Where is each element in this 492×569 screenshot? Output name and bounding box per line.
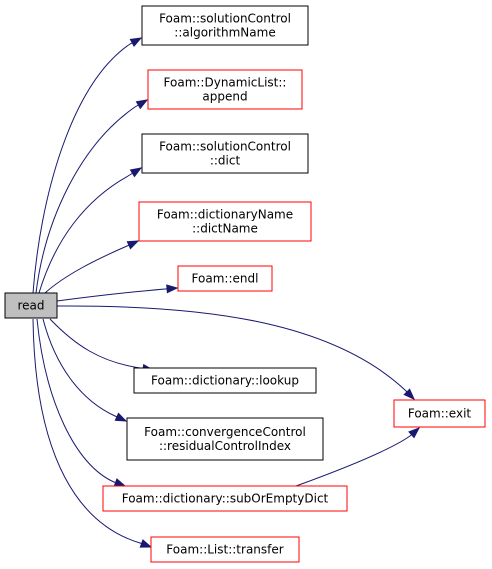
edge-line [32,318,152,548]
edge-line [56,305,415,400]
node-append[interactable]: Foam::DynamicList::append [147,69,303,110]
edge-read-to-subOrEmptyDict [36,318,127,487]
arrowhead-icon [139,539,153,548]
arrowhead-icon [166,284,179,294]
edge-read-to-lookup [49,318,155,373]
node-label: Foam::dictionary::lookup [151,374,299,388]
edge-read-to-residualControlIndex [42,318,128,422]
arrowhead-icon [408,427,421,439]
node-box [126,417,324,461]
edge-read-to-transfer [32,318,153,548]
node-box [147,69,303,110]
node-label: ::dictName [192,222,258,236]
node-box [150,536,300,563]
node-exit[interactable]: Foam::exit [393,399,486,428]
node-label: ::residualControlIndex [159,439,291,453]
edge-line [44,240,139,294]
edge-read-to-append [35,99,149,294]
node-lookup[interactable]: Foam::dictionary::lookup [133,367,317,394]
node-label: Foam::dictionaryName [157,208,293,222]
node-label: append [202,90,247,104]
edge-line [49,318,154,371]
edges [32,37,421,548]
node-label: Foam::solutionControl [159,140,291,154]
arrowhead-icon [113,478,127,487]
edge-subOrEmptyDict-to-exit [295,427,421,487]
node-transfer[interactable]: Foam::List::transfer [150,536,300,563]
node-box [141,133,309,174]
node-box [4,292,58,319]
node-label: Foam::List::transfer [166,543,283,557]
edge-line [36,318,126,487]
node-dict[interactable]: Foam::solutionControl::dict [141,133,309,174]
node-box [133,367,317,394]
node-label: Foam::solutionControl [159,12,291,26]
edge-line [295,427,420,487]
node-label: Foam::DynamicList:: [164,76,287,90]
node-dictName[interactable]: Foam::dictionaryName::dictName [138,201,312,242]
edge-read-to-exit [56,305,415,400]
arrowhead-icon [129,167,143,178]
arrowhead-icon [126,240,140,250]
edge-read-to-algorithmName [32,37,143,294]
node-subOrEmptyDict[interactable]: Foam::dictionary::subOrEmptyDict [102,485,348,512]
node-box [138,201,312,242]
node-endl[interactable]: Foam::endl [177,265,273,292]
node-residualControlIndex[interactable]: Foam::convergenceControl::residualContro… [126,417,324,461]
node-label: Foam::endl [192,272,259,286]
node-label: read [17,299,44,313]
node-label: Foam::exit [408,407,472,421]
node-algorithmName[interactable]: Foam::solutionControl::algorithmName [141,5,309,46]
node-box [177,265,273,292]
node-label: ::algorithmName [174,26,275,40]
edge-line [56,287,178,302]
arrowhead-icon [129,37,143,48]
edge-read-to-endl [56,284,179,302]
edge-read-to-dict [38,167,143,294]
arrowhead-icon [403,388,415,400]
edge-line [38,167,142,294]
node-read[interactable]: read [4,292,58,319]
arrowhead-icon [135,99,149,110]
node-label: Foam::dictionary::subOrEmptyDict [122,492,329,506]
edge-line [42,318,127,422]
node-label: Foam::convergenceControl [144,425,306,439]
node-label: ::dict [210,154,241,168]
nodes: read Foam::solutionControl::algorithmName… [4,5,486,563]
edge-line [35,99,148,294]
edge-line [32,37,142,294]
edge-read-to-dictName [44,240,140,294]
arrowhead-icon [114,412,128,422]
node-box [141,5,309,46]
node-box [102,485,348,512]
node-box [393,399,486,428]
